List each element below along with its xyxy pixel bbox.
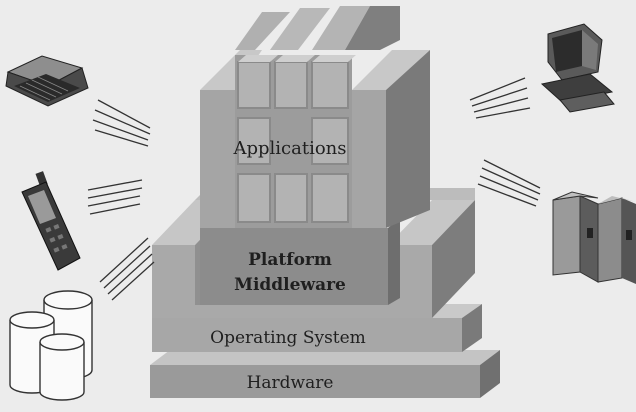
mobile-phone-icon [21,171,81,271]
connection-lines-right [469,77,541,207]
applications-label: Applications [232,138,346,159]
hardware-layer [150,350,500,398]
applications-tower [200,6,430,228]
operating-system-label: Operating System [210,328,366,348]
middleware-label-line2: Middleware [234,275,346,295]
pda-keyboard-icon [5,55,89,107]
database-cylinders-icon [9,290,93,401]
middleware-core [200,218,400,305]
server-rack-icon [552,191,636,284]
middleware-label-line1: Platform [248,250,332,270]
connection-lines-left [87,99,155,301]
desktop-computer-icon [540,23,615,113]
hardware-label: Hardware [247,373,334,393]
